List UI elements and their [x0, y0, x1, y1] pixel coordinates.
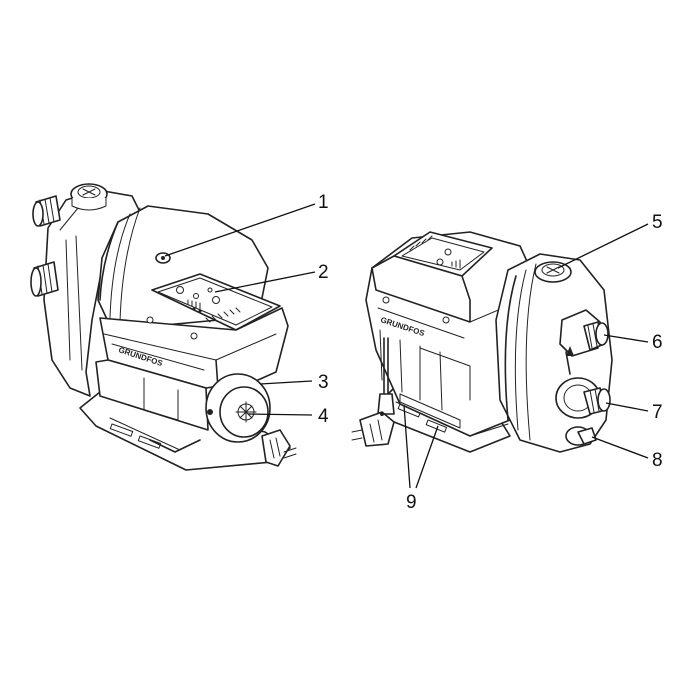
right-outlet-connector	[559, 309, 609, 375]
leader-line-6	[603, 334, 649, 343]
callout-5: 5	[652, 212, 663, 233]
leader-line-2	[214, 271, 316, 293]
callout-9: 9	[406, 492, 417, 513]
leader-line-3	[259, 380, 313, 385]
right-inlet-connector	[555, 377, 611, 419]
leader-line-1	[164, 203, 316, 257]
callout-8: 8	[652, 450, 663, 471]
left-inlet-connector	[30, 261, 59, 297]
callout-7: 7	[652, 402, 663, 423]
right-base-slot	[425, 419, 448, 433]
leader-line-4	[247, 413, 313, 416]
right-power-cable	[377, 337, 395, 415]
right-pump: GRUNDFOS	[351, 231, 613, 453]
callout-labels: 1 2 3 4 5 6 7 8 9	[318, 192, 663, 513]
right-drain-plug	[565, 426, 597, 446]
left-power-plug	[261, 429, 297, 467]
callout-3: 3	[318, 372, 329, 393]
leader-line-8	[591, 436, 649, 459]
leader-line-9b	[415, 425, 439, 489]
leader-line-9a	[403, 404, 411, 489]
right-power-plug	[351, 411, 395, 447]
leader-lines	[164, 203, 649, 489]
callout-2: 2	[318, 262, 329, 283]
leader-line-7	[605, 402, 649, 412]
left-outlet-connector	[32, 195, 61, 227]
leader-line-5	[557, 223, 649, 269]
left-pump: GRUNDFOS	[30, 183, 297, 471]
left-base-slot	[109, 423, 134, 437]
callout-6: 6	[652, 332, 663, 353]
callout-4: 4	[318, 406, 329, 427]
callout-1: 1	[318, 192, 329, 213]
